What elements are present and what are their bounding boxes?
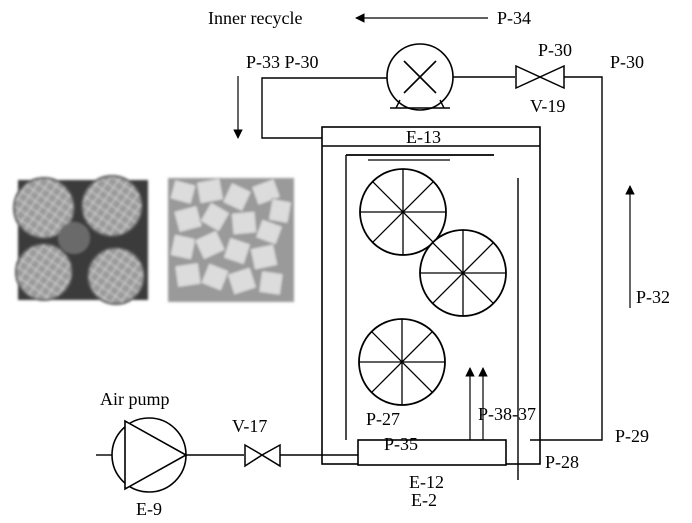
valve-v19 (515, 64, 565, 90)
sponge-cube-photo (168, 177, 294, 302)
p29-label: P-29 (615, 426, 649, 446)
valve-v17 (244, 443, 281, 468)
pipe-p30-right (530, 76, 603, 441)
p28-label: P-28 (545, 452, 579, 472)
p35-label: P-35 (384, 434, 418, 454)
p30-valve-label: P-30 (538, 40, 572, 60)
e2-label: E-2 (411, 490, 437, 510)
spherical-carrier-photo (13, 175, 148, 305)
p34-label: P-34 (497, 8, 531, 28)
carrier-wheel-2 (419, 229, 507, 317)
v19-label: V-19 (530, 96, 565, 116)
air-pump-e9 (111, 417, 188, 493)
pipe-p33 (261, 77, 388, 139)
e9-label: E-9 (136, 499, 162, 519)
air-pump-label: Air pump (100, 389, 170, 409)
p33-p30-label: P-33 P-30 (246, 52, 319, 72)
carrier-wheel-3 (358, 318, 446, 406)
recycle-pump (386, 43, 454, 111)
inner-recycle-label: Inner recycle (208, 8, 302, 28)
e12-label: E-12 (409, 472, 444, 492)
p32-label: P-32 (636, 287, 670, 307)
v17-label: V-17 (232, 416, 267, 436)
carrier-wheel-1 (359, 168, 447, 256)
p27-label: P-27 (366, 409, 400, 429)
e13-label: E-13 (406, 127, 441, 147)
p30-right-label: P-30 (610, 52, 644, 72)
diffuser-e12 (357, 439, 507, 466)
p38-37-label: P-38-37 (478, 404, 536, 424)
